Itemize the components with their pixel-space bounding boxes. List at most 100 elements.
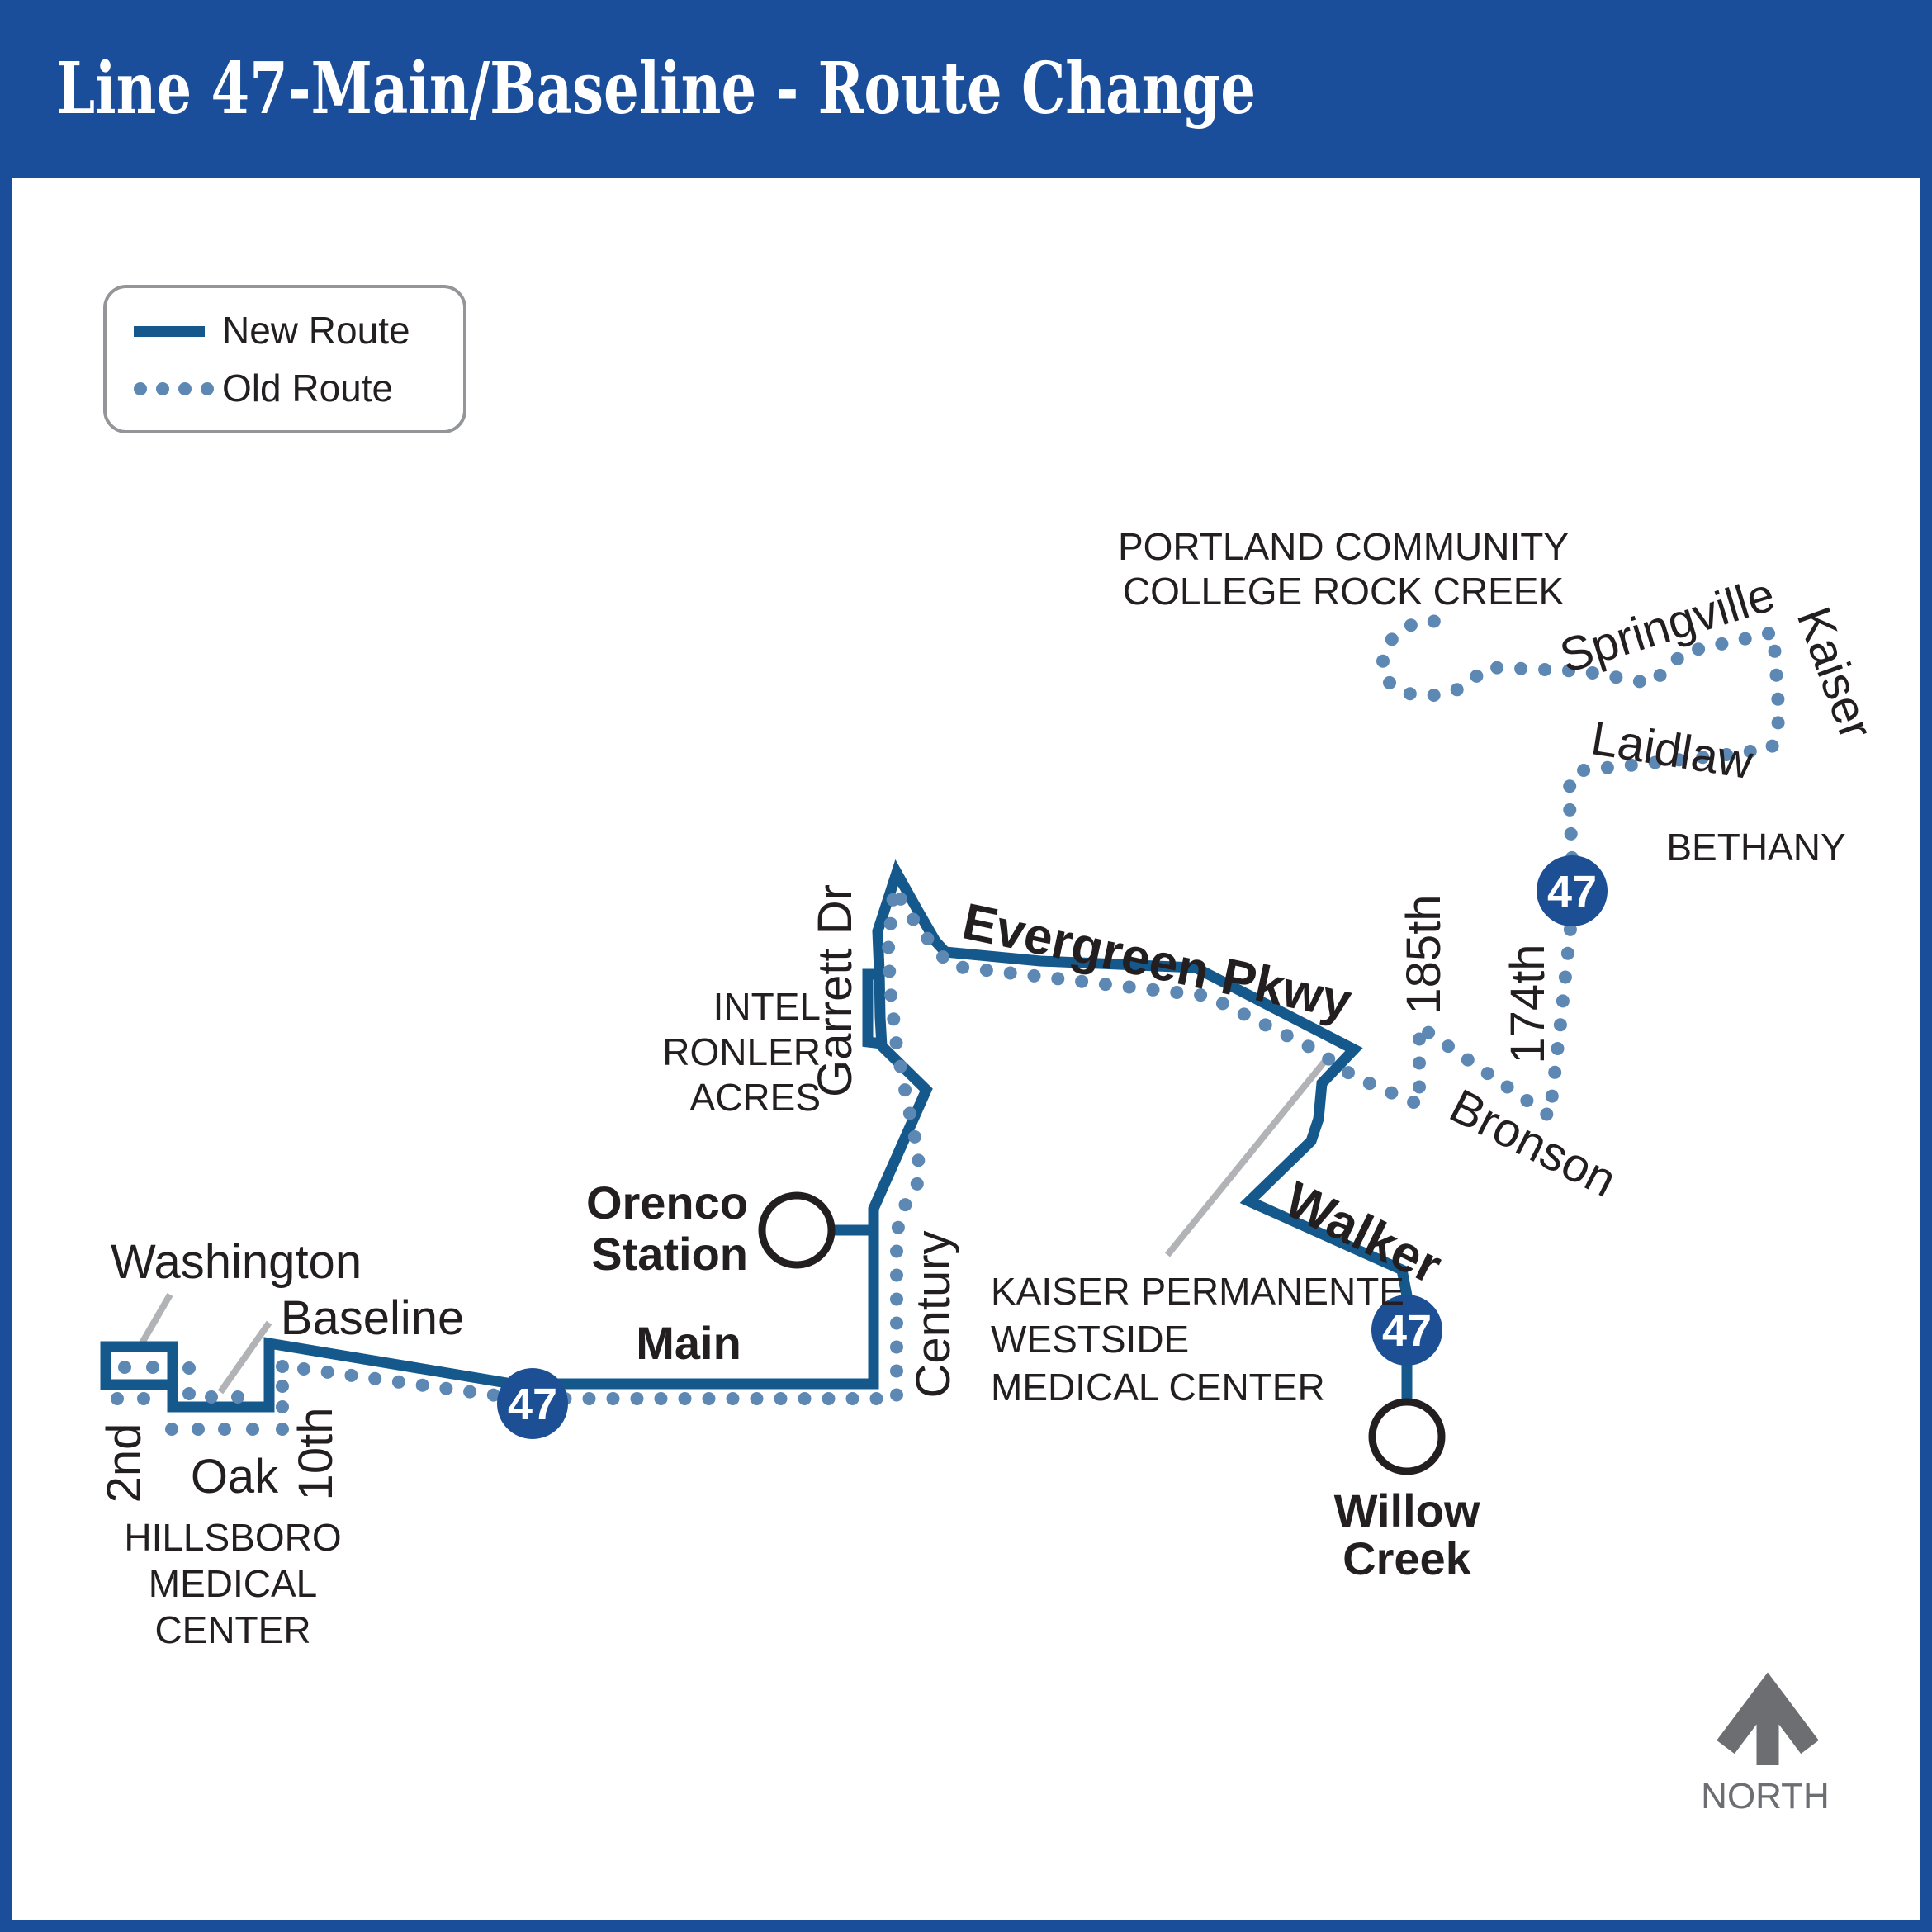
route-old-dot [750,1392,764,1405]
north-arrow-stem [1756,1689,1779,1765]
route-old-dot [898,1198,912,1212]
legend-old-route-dot [201,382,214,395]
route-old-dot [1768,644,1782,658]
route-old-dot [798,1392,812,1405]
route-old-dot [1413,1032,1426,1046]
route-old-dot [1280,1029,1294,1043]
route-old-dot [1098,978,1112,992]
route-old-dot [702,1392,716,1405]
route-old-dot [889,1036,903,1050]
map-label-creek: Creek [1342,1532,1472,1584]
station-circle [758,1191,836,1269]
route-badge [1371,1295,1442,1366]
route-old-dot [890,1388,903,1402]
route-old-dot [1027,968,1041,983]
route-badge [1537,855,1608,926]
legend-old-route-label: Old Route [222,367,394,410]
route-old-dot [1442,1039,1455,1054]
map-label-174th: 174th [1501,944,1555,1063]
route-old-dot [845,1392,859,1405]
route-old-dot [890,1364,903,1378]
route-old-dot [884,988,898,1002]
route-old-dot [1322,1052,1336,1066]
north-label: NORTH [1701,1776,1830,1816]
route-old-dot [910,1177,924,1191]
map-label-bronson: Bronson [1442,1079,1625,1208]
map-label-medical-center: MEDICAL CENTER [991,1366,1325,1409]
route-old-dot [276,1400,289,1413]
map-label-acres: ACRES [690,1076,821,1119]
map-label-intel: INTEL [713,985,821,1028]
legend-old-route-dot [178,382,192,395]
route-old-dot [1258,1018,1272,1032]
route-old-dot [921,931,935,945]
map-label-portland-community: PORTLAND COMMUNITY [1118,525,1569,568]
route-old-dot [218,1423,231,1436]
map-label-2nd: 2nd [97,1423,151,1503]
route-old-dot [192,1423,205,1436]
map-label-garrett-dr: Garrett Dr [808,884,862,1097]
map-label-willow: Willow [1334,1485,1480,1537]
route-old-dot [1771,692,1785,706]
route-old-dot [205,1390,218,1404]
route-old-dot [1301,1039,1315,1054]
route-old-dot [1624,758,1638,772]
route-old-dot [1743,745,1757,758]
frame-bottom [0,1920,1932,1932]
route-old-dot [1146,983,1160,997]
route-old-dot [936,950,949,964]
route-old-dot [1553,1018,1567,1032]
legend-new-route-line [134,326,205,337]
route-old-dot [182,1387,196,1400]
route-old-dot [1720,748,1734,761]
route-old-dot [1383,675,1396,689]
route-old-dot [1385,1086,1399,1100]
route-old-dot [1738,632,1752,646]
route-old-dot [1376,654,1390,668]
map-label-college-rock-creek: COLLEGE ROCK CREEK [1123,570,1565,613]
route-new [100,859,1413,1413]
route-old-dot [1765,739,1779,753]
route-old-dot [1342,1066,1355,1080]
route-old-dot [1632,675,1646,689]
route-old-dot [118,1361,131,1374]
route-old-dot [391,1375,405,1389]
map-label-185th: 185th [1397,894,1451,1014]
map-label-main: Main [636,1317,741,1369]
route-old-dot [1585,666,1599,680]
route-old-dot [869,1392,883,1405]
route-old-dot [1558,970,1572,984]
route-old-dot [1562,664,1575,678]
route-old-dot [1692,642,1706,656]
route-old-dot [1540,1107,1554,1121]
route-old-dot [246,1423,259,1436]
route-old-dot [1407,1096,1421,1109]
route-old-dot [1609,670,1623,684]
route-old-dot [898,1083,912,1097]
route-badge-number: 47 [508,1380,557,1429]
map-label-westside: WESTSIDE [991,1318,1189,1361]
route-old-dot [822,1392,836,1405]
route-badge-number: 47 [1382,1306,1432,1356]
route-old-dot [1769,668,1783,682]
route-old-dot [463,1385,477,1399]
route-old-dot [1385,632,1399,646]
route-old-dot [1538,663,1552,676]
legend: New Route Old Route [103,285,466,433]
route-old-dot [439,1381,453,1395]
legend-old-route-dot [134,382,147,395]
route-old-dot [486,1388,500,1402]
map-label-century: Century [907,1230,960,1398]
route-old-dot [111,1392,124,1405]
map-label-kaiser: Kaiser [1787,600,1883,746]
route-old-dot [165,1423,178,1436]
map-label-orenco: Orenco [586,1177,748,1229]
header-bar: Line 47-Main/Baseline - Route Change [0,0,1932,178]
route-old-dot [1194,988,1208,1002]
route-old-dot [1771,716,1785,730]
route-old-dot [1051,972,1065,986]
legend-new-route-label: New Route [222,309,410,352]
route-old-dot [368,1371,382,1385]
map-label-kaiser-permanente: KAISER PERMANENTE [991,1270,1404,1313]
route-old-dot [1648,755,1662,769]
